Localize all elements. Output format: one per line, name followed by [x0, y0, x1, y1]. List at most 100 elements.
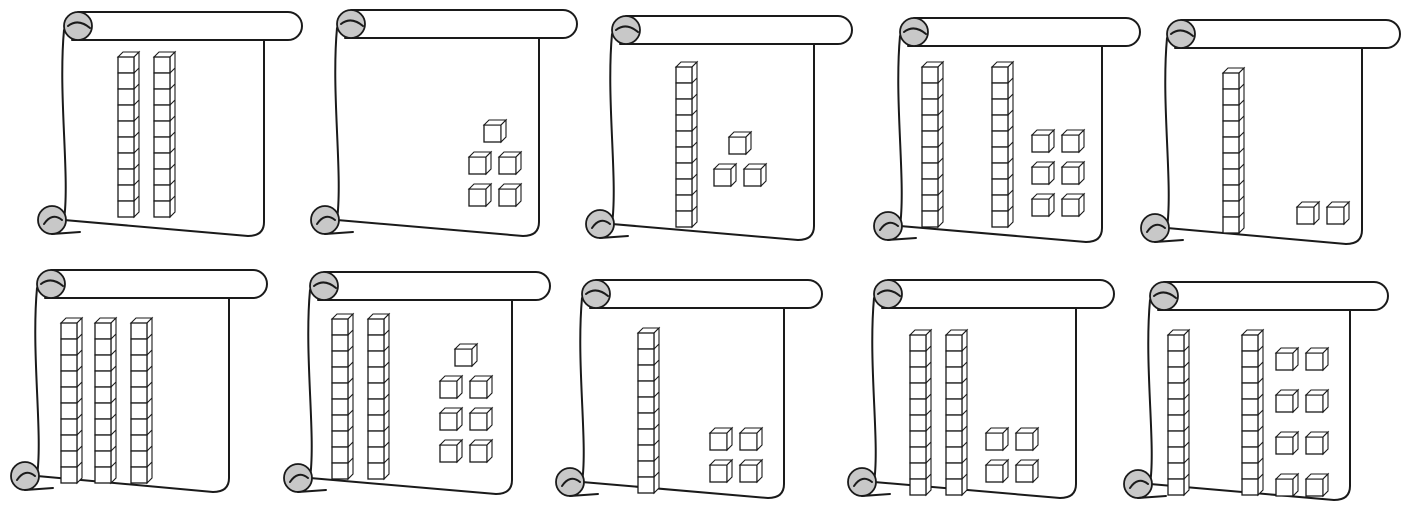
unit-cube [470, 440, 492, 462]
ten-rod [131, 318, 152, 483]
rod-unit [992, 67, 1008, 83]
rod-unit [922, 147, 938, 163]
rod-unit [946, 351, 962, 367]
rod-unit [992, 131, 1008, 147]
rod-unit [1242, 351, 1258, 367]
ones-group [714, 132, 766, 186]
unit-cube [1306, 348, 1328, 370]
ones-group [1297, 202, 1349, 224]
rod-unit [332, 399, 348, 415]
ten-rod [95, 318, 116, 483]
rod-unit [922, 99, 938, 115]
rod-unit [154, 73, 170, 89]
scroll-top-roll [72, 12, 302, 40]
rod-unit [1223, 89, 1239, 105]
rod-unit [118, 105, 134, 121]
rod-unit [676, 67, 692, 83]
unit-cube [1327, 202, 1349, 224]
rod-unit [61, 419, 77, 435]
rod-unit [676, 83, 692, 99]
rod-unit [95, 419, 111, 435]
rod-unit [910, 351, 926, 367]
unit-cube [1297, 202, 1319, 224]
rod-unit [332, 431, 348, 447]
rod-unit [1223, 105, 1239, 121]
ten-rod [910, 330, 931, 495]
ten-rod [332, 314, 353, 479]
unit-cube [469, 184, 491, 206]
rod-unit [910, 447, 926, 463]
rod-unit [992, 211, 1008, 227]
rod-unit [131, 355, 147, 371]
rod-unit [1168, 415, 1184, 431]
scroll-top-roll [318, 272, 550, 300]
rod-unit [638, 349, 654, 365]
rod-unit [95, 355, 111, 371]
rod-unit [95, 435, 111, 451]
unit-cube [469, 152, 491, 174]
rod-unit [154, 105, 170, 121]
rod-unit [676, 163, 692, 179]
scroll-page [610, 34, 814, 240]
rod-unit [1223, 121, 1239, 137]
rod-unit [332, 319, 348, 335]
rod-unit [946, 399, 962, 415]
rod-unit [154, 153, 170, 169]
rod-unit [95, 387, 111, 403]
rod-unit [1242, 463, 1258, 479]
unit-cube [1276, 390, 1298, 412]
rod-unit [676, 211, 692, 227]
rod-unit [61, 323, 77, 339]
rod-unit [946, 447, 962, 463]
unit-cube [1062, 194, 1084, 216]
scroll-page [872, 298, 1076, 498]
rod-unit [638, 429, 654, 445]
rod-unit [154, 57, 170, 73]
rod-unit [910, 383, 926, 399]
rod-unit [1168, 463, 1184, 479]
ones-group [440, 344, 492, 462]
ten-rod [1168, 330, 1189, 495]
rod-unit [368, 319, 384, 335]
rod-unit [95, 467, 111, 483]
rod-unit [118, 73, 134, 89]
rod-unit [922, 211, 938, 227]
rod-unit [1242, 415, 1258, 431]
rod-unit [1223, 185, 1239, 201]
rod-unit [910, 463, 926, 479]
rod-unit [1168, 399, 1184, 415]
rod-unit [131, 371, 147, 387]
scroll-card-10 [1124, 282, 1388, 500]
rod-unit [154, 169, 170, 185]
rod-unit [1242, 399, 1258, 415]
rod-unit [1168, 367, 1184, 383]
rod-unit [131, 323, 147, 339]
rod-unit [992, 147, 1008, 163]
scroll-card-9 [848, 280, 1114, 498]
rod-unit [922, 115, 938, 131]
rod-unit [922, 163, 938, 179]
scroll-top-roll [908, 18, 1140, 46]
rod-unit [638, 397, 654, 413]
ten-rod [154, 52, 175, 217]
rod-unit [1242, 431, 1258, 447]
ten-rod [638, 328, 659, 493]
rod-unit [1168, 351, 1184, 367]
scroll-card-4 [874, 18, 1140, 242]
scroll-card-7 [284, 272, 550, 494]
rod-unit [95, 371, 111, 387]
scroll-top-roll [882, 280, 1114, 308]
rod-unit [638, 381, 654, 397]
unit-cube [740, 460, 762, 482]
unit-cube [484, 120, 506, 142]
unit-cube [470, 408, 492, 430]
rod-unit [922, 83, 938, 99]
unit-cube [1306, 390, 1328, 412]
rod-unit [946, 383, 962, 399]
rod-unit [1223, 137, 1239, 153]
ten-rod [118, 52, 139, 217]
rod-unit [332, 463, 348, 479]
rod-unit [922, 179, 938, 195]
rod-unit [154, 185, 170, 201]
